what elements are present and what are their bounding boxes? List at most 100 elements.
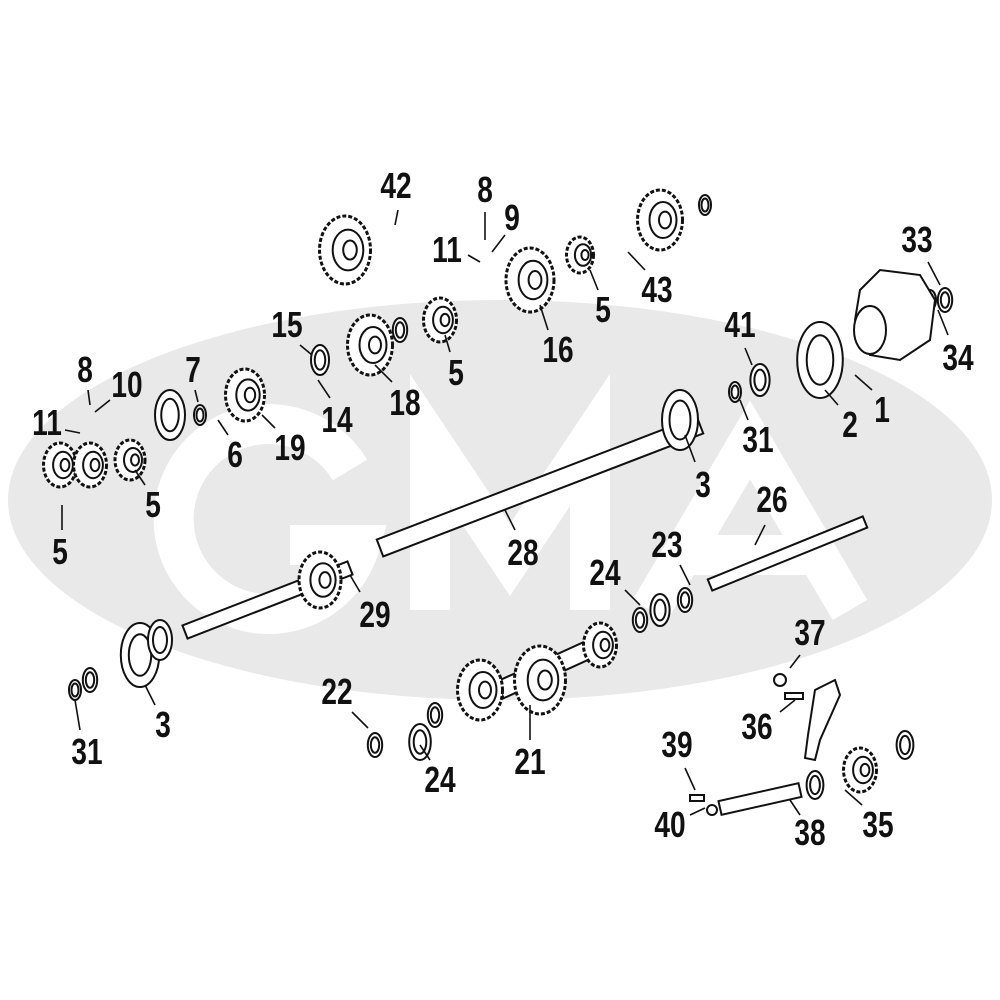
bolt-39: [689, 794, 705, 802]
input-gear-29-bore: [318, 571, 332, 589]
gear-35-bore: [859, 762, 871, 778]
leader-line: [539, 304, 549, 331]
leader-line: [589, 269, 599, 291]
gear-5d-bore: [59, 457, 71, 473]
leader-line: [419, 744, 431, 761]
parts-group: [42, 188, 954, 817]
gear-42-bore: [342, 239, 358, 261]
callout-10: 10: [111, 364, 143, 405]
sleeve-35-inner: [809, 774, 821, 796]
circlip-31a-inner: [730, 384, 740, 400]
leader-line: [374, 364, 393, 383]
leader-line: [789, 654, 801, 669]
leader-line: [74, 699, 81, 731]
callout-31: 31: [71, 731, 103, 772]
callout-28: 28: [507, 532, 539, 573]
synchro-ring-7-inner: [160, 397, 180, 433]
leader-line: [299, 344, 313, 356]
washer-40: [706, 804, 718, 816]
washer-31b-inner: [84, 671, 96, 689]
selector-rod: [706, 515, 869, 592]
callout-3: 3: [155, 704, 171, 745]
leader-line: [684, 434, 696, 463]
callout-22: 22: [321, 671, 353, 712]
leader-line: [684, 767, 696, 791]
leader-line: [627, 251, 646, 271]
ring-41-inner: [753, 368, 767, 392]
leader-lines: [61, 209, 949, 816]
leader-line: [504, 509, 516, 531]
synchro-5c-bore: [130, 453, 140, 467]
leader-line: [144, 684, 156, 706]
leader-line: [444, 334, 451, 353]
callout-34: 34: [942, 337, 974, 378]
bearing-2-inner: [805, 334, 835, 386]
callout-16: 16: [542, 329, 574, 370]
leader-line: [394, 209, 399, 226]
callout-36: 36: [741, 706, 773, 747]
leader-line: [217, 419, 229, 436]
leader-line: [824, 389, 839, 406]
callout-33: 33: [901, 219, 933, 260]
callout-11: 11: [432, 229, 462, 270]
leader-line: [134, 469, 146, 486]
nut-reverse-inner: [700, 197, 710, 213]
callout-26: 26: [756, 479, 788, 520]
washer-24a-inner: [634, 611, 646, 629]
callout-43: 43: [641, 269, 673, 310]
leader-line: [194, 389, 199, 403]
callout-9: 9: [504, 197, 520, 238]
gear-5a-bore: [439, 312, 451, 328]
mainshaft: [375, 415, 705, 558]
leader-line: [624, 589, 641, 606]
leader-line: [491, 234, 506, 253]
layshaft-gear-21c-bore: [599, 637, 611, 653]
leader-line: [927, 261, 941, 286]
callout-39: 39: [661, 724, 693, 765]
callout-40: 40: [654, 804, 686, 845]
synchro-5-bore: [580, 248, 590, 262]
nut-33-inner: [939, 291, 951, 309]
bearing-3a-inner: [668, 399, 692, 441]
leader-line: [739, 399, 749, 421]
needle-bearing-24b-inner: [412, 729, 428, 755]
gear-18-bore: [368, 335, 382, 355]
needle-bearing-24a-inner: [653, 598, 667, 622]
selector-lever: [803, 678, 842, 762]
bolt-36: [784, 692, 804, 700]
callout-42: 42: [380, 165, 412, 206]
circlip-22-inner: [369, 736, 381, 754]
callout-41: 41: [724, 304, 756, 345]
layshaft-gear-21-bore: [478, 680, 492, 700]
callout-11: 11: [32, 402, 62, 443]
bush-35-inner: [899, 734, 911, 756]
callout-1: 1: [874, 389, 890, 430]
callout-15: 15: [271, 304, 303, 345]
leader-line: [844, 789, 863, 806]
circlip-31b-inner: [70, 682, 80, 698]
callout-24: 24: [589, 552, 621, 593]
leader-line: [261, 414, 276, 429]
callout-18: 18: [389, 382, 421, 423]
callout-21: 21: [514, 741, 546, 782]
output-flange-boss: [853, 305, 887, 355]
callout-5: 5: [145, 484, 161, 525]
callout-5: 5: [595, 289, 611, 330]
watermark-letter-m: [410, 373, 610, 610]
leader-line: [744, 347, 753, 366]
callout-8: 8: [477, 169, 493, 210]
leader-line: [679, 564, 691, 586]
washer-6-inner: [195, 407, 205, 423]
callout-23: 23: [651, 524, 683, 565]
nut-37: [773, 673, 787, 687]
gear-16-bore: [527, 270, 543, 290]
leader-line: [351, 711, 369, 729]
callout-35: 35: [862, 804, 894, 845]
leader-line: [64, 429, 81, 434]
gear-19-bore: [243, 386, 257, 404]
leader-line: [754, 524, 766, 546]
washer-18-inner: [394, 321, 406, 339]
spacer-14-inner: [313, 349, 327, 371]
leader-line: [467, 254, 481, 263]
callout-8: 8: [77, 349, 93, 390]
